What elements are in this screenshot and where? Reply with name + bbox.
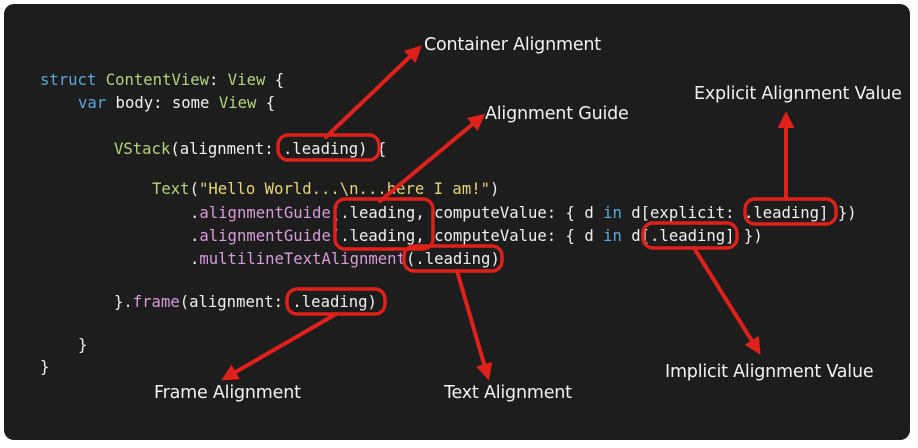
keyword-in: in [603, 227, 622, 245]
code-text: (alignment: [179, 293, 293, 311]
code-text: . [190, 250, 200, 268]
func-frame: frame [132, 293, 180, 311]
highlight-implicit-leading [641, 221, 739, 250]
label-explicit-alignment-value: Explicit Alignment Value [694, 84, 902, 104]
keyword-in: in [603, 204, 622, 222]
code-line-frame: }.frame(alignment: .leading) [114, 292, 377, 312]
code-line-alignment-guide-explicit: .alignmentGuide(.leading, computeValue: … [190, 203, 857, 223]
highlight-explicit-leading [743, 197, 838, 226]
code-text: ) { [358, 140, 387, 158]
highlight-vstack-leading [276, 133, 381, 162]
code-text: ] }) [819, 204, 857, 222]
code-text: ( [189, 180, 199, 198]
label-frame-alignment: Frame Alignment [154, 383, 301, 403]
arrow-implicit-alignment-value [692, 246, 761, 355]
highlight-frame-leading [285, 287, 387, 316]
arrow-alignment-guide [378, 113, 486, 203]
keyword-struct: struct [40, 71, 97, 89]
explicit-leading-value: .leading [743, 204, 820, 222]
alignment-guide-leading-arg: .leading [340, 227, 416, 245]
annotation-overlay [221, 45, 838, 381]
arrow-frame-alignment [221, 312, 338, 381]
code-text: (alignment: [170, 140, 284, 158]
code-line-alignment-guide-implicit: .alignmentGuide(.leading, computeValue: … [190, 226, 763, 246]
code-text: ) [367, 293, 377, 311]
type-view: View [218, 94, 257, 112]
func-alignment-guide: alignmentGuide [199, 204, 331, 222]
label-alignment-guide: Alignment Guide [485, 104, 629, 124]
code-text: ] }) [725, 227, 763, 245]
code-text: { [265, 71, 285, 89]
code-line-close-body: } [78, 336, 88, 354]
frame-leading-arg: .leading [292, 293, 368, 311]
highlight-alignment-guide-leading [333, 197, 435, 251]
code-line-body: var body: some View { [78, 93, 275, 113]
code-text: }. [114, 293, 133, 311]
code-text: ) [490, 250, 500, 268]
label-implicit-alignment-value: Implicit Alignment Value [665, 362, 874, 382]
type-vstack: VStack [114, 140, 171, 158]
type-text: Text [152, 180, 190, 198]
code-text: . [190, 227, 200, 245]
arrow-container-alignment [324, 45, 422, 139]
highlight-multiline-leading [402, 244, 504, 273]
code-text: : [209, 71, 228, 89]
code-text: d[ [621, 227, 651, 245]
code-text: ( [405, 250, 416, 268]
label-text-alignment: Text Alignment [444, 383, 572, 403]
implicit-leading-value: .leading [650, 227, 726, 245]
code-line-vstack: VStack(alignment: .leading) { [114, 139, 386, 159]
code-line-struct: struct ContentView: View { [40, 70, 284, 90]
code-line-text: Text("Hello World...\n...here I am!") [152, 179, 499, 199]
code-text: { [256, 94, 276, 112]
code-text: , computeValue: { d [415, 227, 604, 245]
code-text: d[explicit: [621, 204, 744, 222]
code-diagram-panel: struct ContentView: View { var body: som… [4, 4, 910, 440]
keyword-var: var [78, 94, 107, 112]
text-alignment-leading-arg: .leading [415, 250, 491, 268]
vstack-leading-arg: .leading [283, 140, 359, 158]
code-text: body: some [106, 94, 219, 112]
code-text: , computeValue: { d [415, 204, 604, 222]
type-contentview: ContentView [105, 71, 210, 89]
type-view: View [227, 71, 266, 89]
code-text: . [190, 204, 200, 222]
code-text: ) [490, 180, 500, 198]
string-literal: "Hello World...\n...here I am!" [198, 180, 490, 198]
func-alignment-guide: alignmentGuide [199, 227, 331, 245]
code-line-close-struct: } [40, 358, 50, 376]
func-multiline-text-alignment: multilineTextAlignment [199, 250, 406, 268]
alignment-guide-leading-arg: .leading [340, 204, 416, 222]
arrow-text-alignment [455, 269, 493, 381]
code-line-multiline-alignment: .multilineTextAlignment(.leading) [190, 249, 500, 269]
label-container-alignment: Container Alignment [424, 35, 601, 55]
